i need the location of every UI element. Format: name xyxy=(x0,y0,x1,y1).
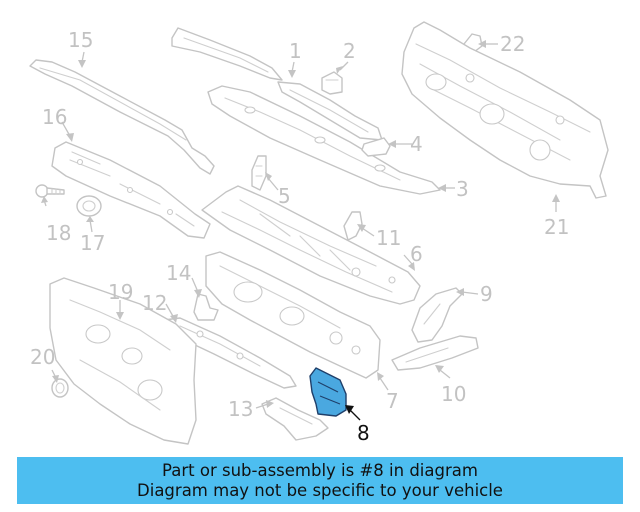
part-10-shape xyxy=(391,335,479,371)
callout-10: 10 xyxy=(441,382,466,406)
banner-line-1: Part or sub-assembly is #8 in diagram xyxy=(162,461,478,480)
callout-2: 2 xyxy=(343,39,356,63)
callout-14: 14 xyxy=(166,261,191,285)
part-21-shape xyxy=(401,21,609,199)
part-4-shape xyxy=(361,137,391,157)
parts-diagram: 15 1 2 22 16 4 5 3 18 17 21 11 6 14 9 19… xyxy=(29,21,609,445)
callout-7: 7 xyxy=(386,389,399,413)
leaders xyxy=(41,40,560,421)
part-18-shape xyxy=(35,184,65,198)
part-7-shape xyxy=(205,251,381,379)
part-5-shape xyxy=(251,155,267,191)
part-20-shape xyxy=(51,378,69,398)
part-15-shape xyxy=(29,59,215,175)
callout-13: 13 xyxy=(228,397,253,421)
part-9-shape xyxy=(411,287,463,343)
callout-9: 9 xyxy=(480,282,493,306)
part-6-shape xyxy=(201,185,421,305)
callout-8: 8 xyxy=(357,421,370,445)
callout-22: 22 xyxy=(500,32,525,56)
callout-17: 17 xyxy=(80,231,105,255)
callout-labels: 15 1 2 22 16 4 5 3 18 17 21 11 6 14 9 19… xyxy=(30,28,569,445)
callout-12: 12 xyxy=(142,291,167,315)
part-16-shape xyxy=(51,141,211,239)
callout-21: 21 xyxy=(544,215,569,239)
callout-15: 15 xyxy=(68,28,93,52)
part-2-shape xyxy=(321,71,343,95)
part-17-shape xyxy=(76,195,102,217)
info-banner: Part or sub-assembly is #8 in diagram Di… xyxy=(17,457,623,504)
callout-11: 11 xyxy=(376,226,401,250)
callout-18: 18 xyxy=(46,221,71,245)
part-12-shape xyxy=(163,317,297,389)
banner-line-2: Diagram may not be specific to your vehi… xyxy=(137,481,503,500)
callout-5: 5 xyxy=(278,184,291,208)
callout-4: 4 xyxy=(410,132,423,156)
callout-1: 1 xyxy=(289,39,302,63)
part-3-shape xyxy=(207,85,441,195)
callout-6: 6 xyxy=(410,242,423,266)
callout-3: 3 xyxy=(456,177,469,201)
part-14-shape xyxy=(193,293,219,321)
part-13-shape xyxy=(261,397,329,441)
part-11-shape xyxy=(343,211,363,241)
callout-19: 19 xyxy=(108,280,133,304)
part-8-highlighted-shape xyxy=(309,367,347,417)
callout-16: 16 xyxy=(42,105,67,129)
callout-20: 20 xyxy=(30,345,55,369)
part-19-shape xyxy=(49,277,197,445)
